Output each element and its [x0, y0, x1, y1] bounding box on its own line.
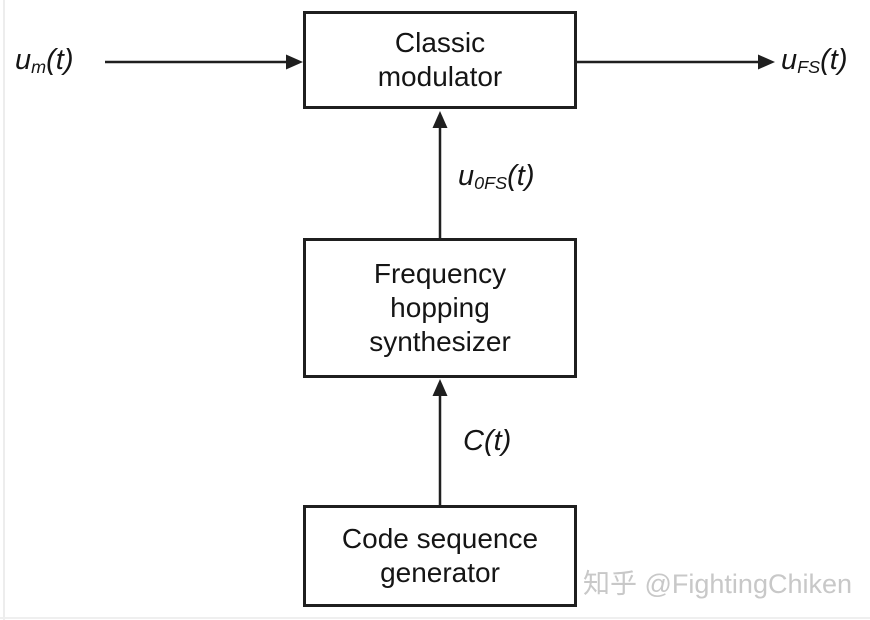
block-frequency-hopping-synthesizer: Frequency hopping synthesizer [303, 238, 577, 378]
output-signal-label: uFS(t) [781, 44, 847, 77]
left-edge-divider [3, 0, 5, 620]
input-arrow [105, 54, 303, 70]
block-classic-modulator: Classic modulator [303, 11, 577, 109]
input-signal-label: um(t) [15, 44, 73, 77]
synthesizer-output-signal-subscript: 0FS [474, 172, 508, 193]
code-signal-label: C(t) [463, 425, 511, 458]
watermark: 知乎 @FightingChiken [583, 569, 853, 599]
output-signal-base: u [781, 44, 798, 76]
generator-to-synthesizer-arrow [432, 379, 448, 505]
output-signal-subscript: FS [797, 56, 821, 77]
bottom-edge-divider [0, 617, 870, 619]
synthesizer-output-signal-label: u0FS(t) [458, 160, 534, 193]
block-code-sequence-generator: Code sequence generator [303, 505, 577, 607]
block-code-sequence-generator-label: Code sequence generator [341, 523, 539, 588]
output-signal-rest: (t) [820, 44, 848, 76]
code-signal-rest: (t) [483, 425, 512, 457]
synthesizer-output-signal-base: u [458, 160, 475, 192]
input-signal-subscript: m [31, 56, 47, 77]
block-frequency-hopping-synthesizer-label: Frequency hopping synthesizer [369, 258, 511, 357]
input-signal-base: u [15, 44, 32, 76]
synthesizer-output-signal-rest: (t) [507, 160, 535, 192]
output-arrow [577, 54, 775, 70]
code-signal-base: C [463, 425, 484, 457]
input-signal-rest: (t) [46, 44, 74, 76]
synthesizer-to-modulator-arrow [432, 111, 448, 238]
block-classic-modulator-label: Classic modulator [377, 27, 503, 92]
